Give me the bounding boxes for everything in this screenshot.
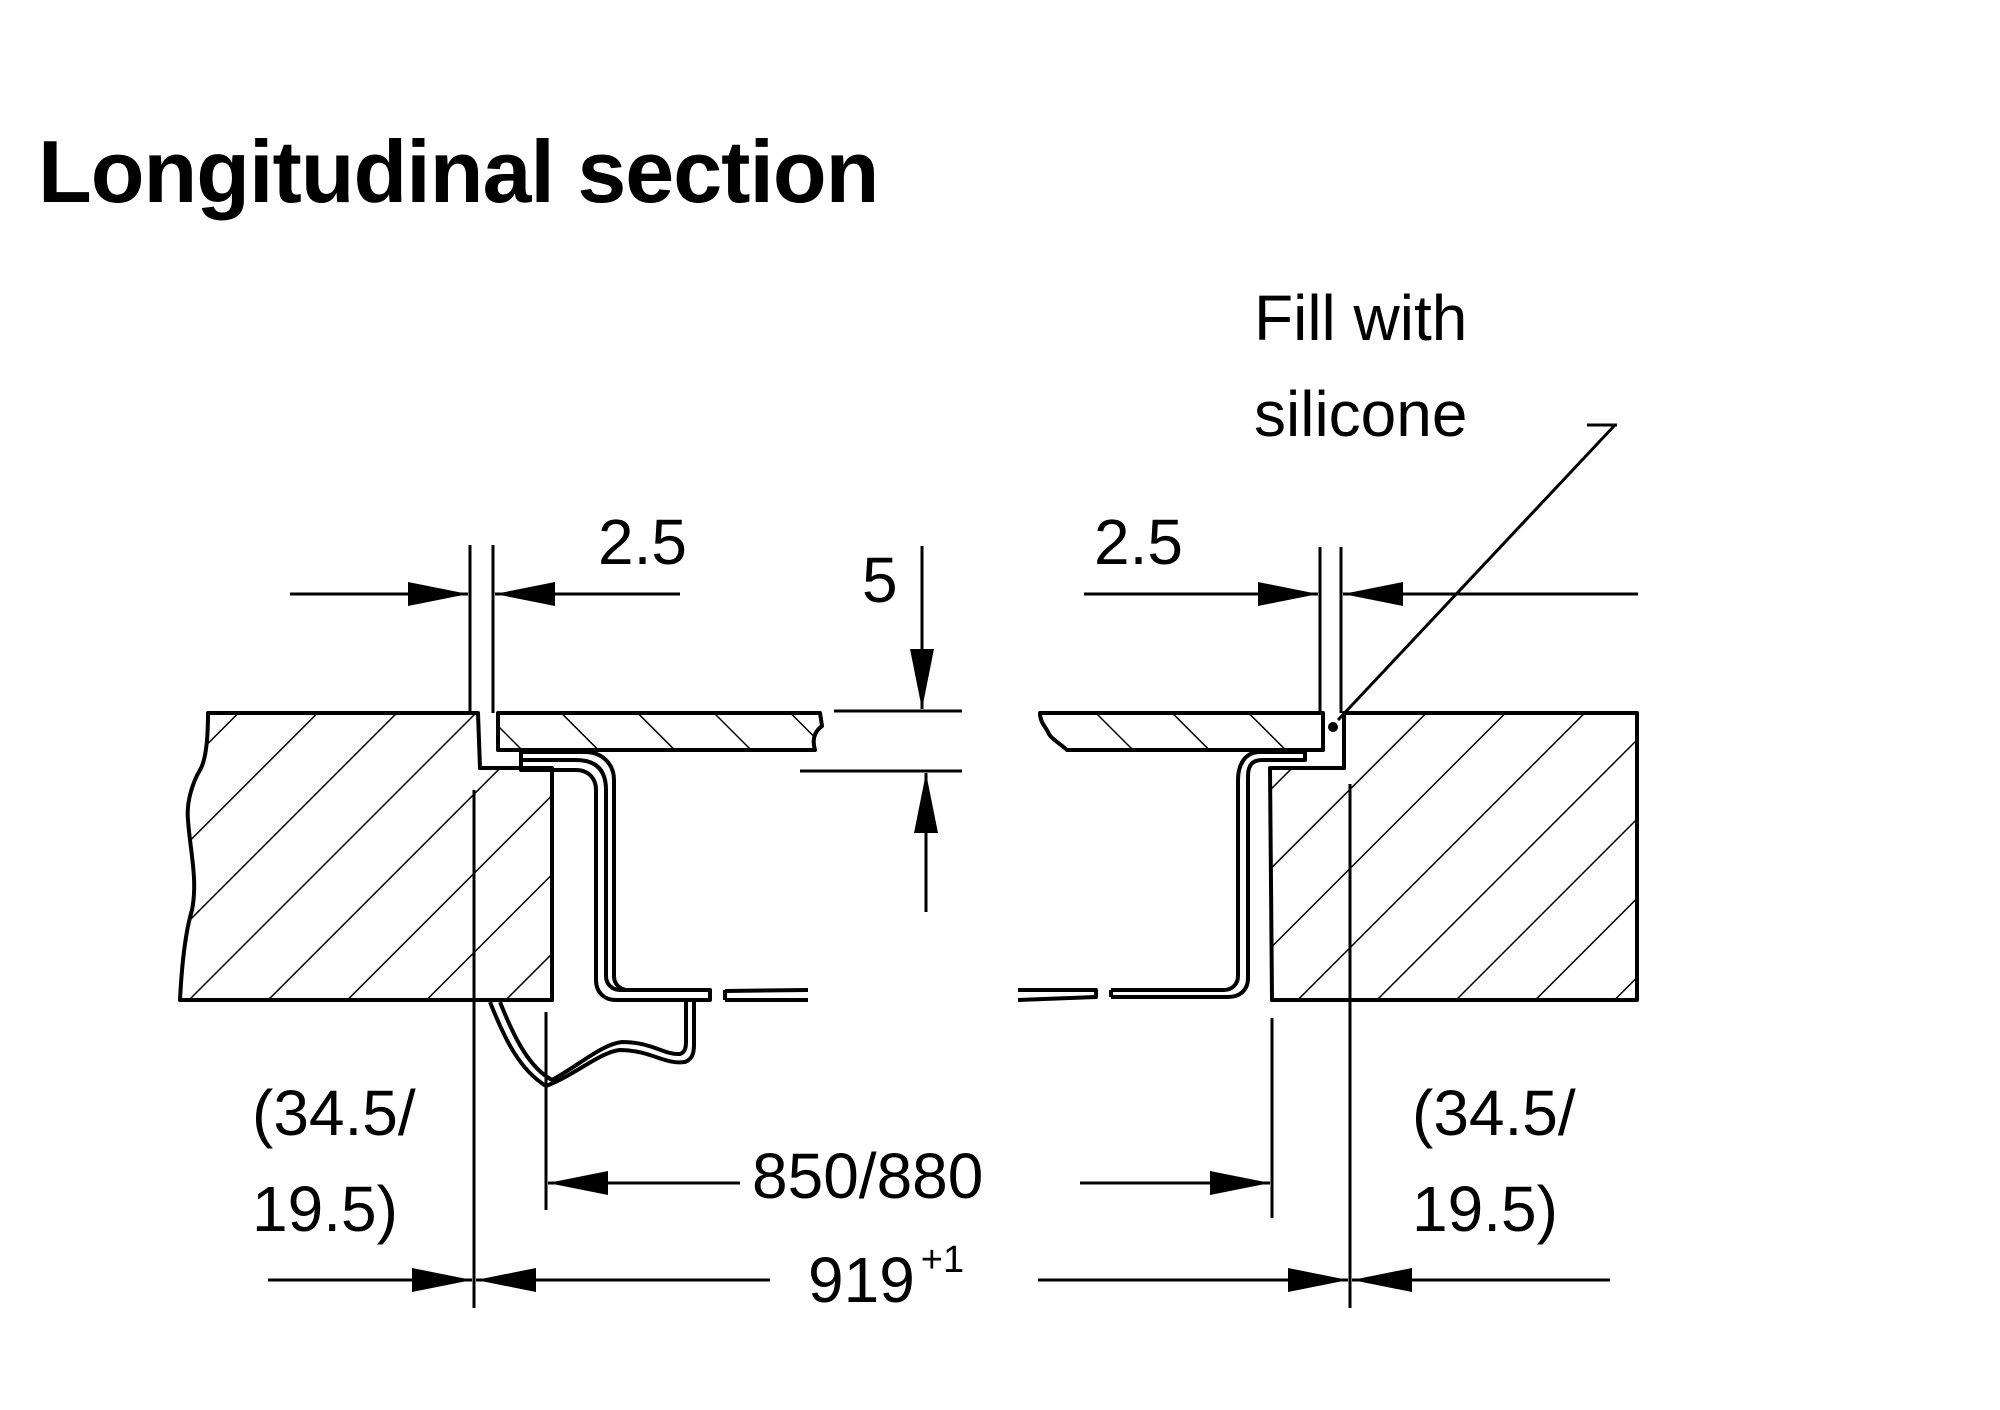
right-countertop bbox=[1268, 711, 1639, 1002]
dim-overhang-right-label: (34.5/ 19.5) bbox=[1412, 1065, 1576, 1257]
left-glass-plate bbox=[496, 711, 824, 752]
left-countertop-body bbox=[178, 711, 554, 1002]
dim-glass-thickness bbox=[800, 546, 962, 912]
dim-gap-left-label: 2.5 bbox=[598, 506, 687, 578]
dim-overall-width-label: 919+1 bbox=[808, 1241, 964, 1312]
silicone-leader-line bbox=[1336, 423, 1617, 722]
dim-overhang-right-line2: 19.5) bbox=[1412, 1173, 1558, 1245]
dim-glass-thickness-label: 5 bbox=[862, 544, 898, 616]
dim-overhang-left-label: (34.5/ 19.5) bbox=[252, 1065, 416, 1257]
dim-overhang-left-line2: 19.5) bbox=[252, 1173, 398, 1245]
silicone-annotation-line1: Fill with bbox=[1254, 282, 1468, 354]
dim-gap-left bbox=[290, 545, 680, 713]
diagram-title: Longitudinal section bbox=[38, 122, 879, 221]
right-countertop-body bbox=[1268, 711, 1639, 1002]
dim-gap-right-label: 2.5 bbox=[1094, 506, 1183, 578]
left-countertop bbox=[178, 711, 554, 1002]
dim-overall-tolerance: +1 bbox=[920, 1239, 965, 1281]
dim-overall-width-value: 919 bbox=[808, 1244, 915, 1316]
right-glass-body bbox=[1038, 711, 1325, 752]
silicone-leader bbox=[1328, 423, 1617, 732]
dim-overhang-right-line1: (34.5/ bbox=[1412, 1077, 1576, 1149]
silicone-dot bbox=[1328, 722, 1338, 732]
left-glass-body bbox=[496, 711, 824, 752]
silicone-annotation-line2: silicone bbox=[1254, 378, 1468, 450]
dim-cutout-width-label: 850/880 bbox=[752, 1140, 984, 1212]
dim-gap-right bbox=[1084, 547, 1638, 713]
silicone-annotation: Fill with silicone bbox=[1254, 270, 1467, 462]
dim-overhang-left-line1: (34.5/ bbox=[252, 1077, 416, 1149]
right-frame-profile bbox=[1017, 750, 1307, 1002]
right-glass-plate bbox=[1038, 711, 1325, 752]
left-mounting-clip bbox=[488, 1000, 697, 1088]
left-frame-profile bbox=[519, 750, 809, 1002]
extension-lines bbox=[472, 784, 1352, 1308]
